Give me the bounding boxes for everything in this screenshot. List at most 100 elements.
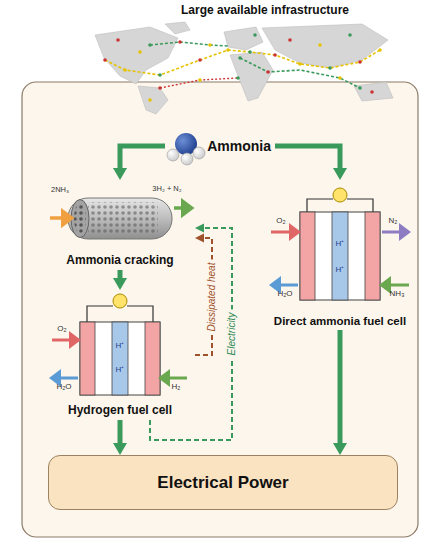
species-label: H₂O xyxy=(277,290,292,299)
port-dot xyxy=(253,33,257,37)
species-label: H⁺ xyxy=(116,366,125,375)
world-map-part xyxy=(224,27,263,50)
hydrogen-fuel-cell-icon-part xyxy=(112,322,128,395)
port-dots xyxy=(103,33,382,102)
world-map-part xyxy=(150,42,228,46)
world-map-part xyxy=(230,52,273,101)
direct-ammonia-fuel-cell-icon-part xyxy=(271,231,292,234)
connector-line xyxy=(338,330,343,443)
direct-fuel-cell-node: Direct ammonia fuel cell xyxy=(265,180,415,330)
map-title: Large available infrastructure xyxy=(178,4,352,17)
reaction-label: 3H₂ + N₂ xyxy=(152,185,181,193)
hydrogen-fuel-cell-icon-part xyxy=(113,294,127,308)
species-label: H₂O xyxy=(56,383,71,392)
port-dot xyxy=(378,48,382,52)
flow-arrow xyxy=(113,420,127,455)
hydrogen-fuel-cell-node: Hydrogen fuel cell xyxy=(45,290,195,420)
cracking-reactor xyxy=(50,198,184,239)
world-map-part xyxy=(354,82,393,101)
species-label: H⁺ xyxy=(336,240,345,249)
port-dot xyxy=(328,66,332,70)
species-label: N₂ xyxy=(389,217,398,226)
world-map-part xyxy=(160,78,238,88)
port-dot xyxy=(226,48,230,52)
world-map-part xyxy=(95,27,178,84)
species-label: O₂ xyxy=(276,217,285,226)
cracking-reactor-part xyxy=(50,216,64,220)
hydrogen-fuel-cell-icon-part xyxy=(80,322,160,395)
world-map-part xyxy=(240,58,360,88)
direct-ammonia-fuel-cell-icon-part xyxy=(347,199,373,212)
direct-ammonia-fuel-cell-icon-part xyxy=(300,212,380,300)
flow-arrow xyxy=(333,330,347,455)
port-dot xyxy=(198,78,202,82)
port-dot xyxy=(266,70,270,74)
arrowhead xyxy=(333,443,347,455)
port-dot xyxy=(158,73,162,77)
port-dot xyxy=(370,90,374,94)
port-dot xyxy=(338,76,342,80)
panel xyxy=(22,82,418,537)
edge-label: Electricity xyxy=(226,310,238,359)
port-dot xyxy=(158,86,162,90)
arrowhead xyxy=(113,168,127,180)
edge-label: Dissipated heat xyxy=(206,259,218,334)
cracking-reactor-part xyxy=(68,198,172,239)
ammonia-molecule-part xyxy=(193,147,205,159)
world-map-part xyxy=(105,50,380,75)
species-label: H⁺ xyxy=(336,266,345,275)
port-dot xyxy=(318,43,322,47)
species-label: NH₃ xyxy=(390,290,405,299)
port-dot xyxy=(103,58,107,62)
arrowhead xyxy=(195,224,204,233)
cracking-reactor-part xyxy=(88,202,158,235)
arrowhead xyxy=(113,278,127,290)
flow-arrow xyxy=(275,146,347,180)
connector-line xyxy=(118,420,123,443)
arrowhead xyxy=(333,168,347,180)
hydrogen-fuel-cell-icon-part xyxy=(87,306,113,322)
world-map-part xyxy=(165,22,190,34)
ammonia-molecule-part xyxy=(167,149,179,161)
direct-ammonia-fuel-cell-icon-part xyxy=(333,188,347,202)
node-title: Hydrogen fuel cell xyxy=(68,404,172,418)
world-map-part xyxy=(138,86,168,114)
connector-line xyxy=(118,270,123,278)
hydrogen-fuel-cell-icon-part xyxy=(145,322,160,395)
port-dot xyxy=(298,62,302,66)
port-dot xyxy=(236,76,240,80)
port-dot xyxy=(358,86,362,90)
port-dot xyxy=(198,58,202,62)
direct-ammonia-fuel-cell-icon-part xyxy=(388,284,409,287)
port-dot xyxy=(148,43,152,47)
world-map-part xyxy=(262,24,388,68)
power-box: Electrical Power xyxy=(48,455,398,510)
flow-arrow xyxy=(113,270,127,290)
arrowhead xyxy=(113,443,127,455)
ammonia-node: Ammonia xyxy=(165,125,275,167)
port-dot xyxy=(123,68,127,72)
direct-ammonia-fuel-cell-icon-part xyxy=(307,199,333,212)
flow-arrow xyxy=(113,146,165,180)
node-title: Electrical Power xyxy=(157,473,288,493)
hydrogen-fuel-cell-icon-part xyxy=(167,377,187,380)
port-dot xyxy=(148,98,152,102)
hydrogen-fuel-cell-icon-part xyxy=(58,377,78,380)
hydrogen-fuel-cell-icon-part xyxy=(52,339,72,342)
port-dot xyxy=(138,50,142,54)
cracking-node: Ammonia cracking xyxy=(45,180,195,270)
hydrogen-fuel-cell-icon-part xyxy=(127,306,153,322)
port-dot xyxy=(348,33,352,37)
connector-line xyxy=(120,146,165,168)
node-title: Direct ammonia fuel cell xyxy=(274,315,406,328)
port-dot xyxy=(208,43,212,47)
port-dot xyxy=(248,50,252,54)
hydrogen-fuel-cell-icon-part xyxy=(80,322,95,395)
port-dot xyxy=(358,60,362,64)
node-title: Ammonia xyxy=(207,138,271,154)
species-label: H₂ xyxy=(172,383,181,392)
arrowhead xyxy=(195,234,204,243)
ammonia-molecule xyxy=(167,133,205,165)
cracking-reactor-part xyxy=(74,204,86,234)
